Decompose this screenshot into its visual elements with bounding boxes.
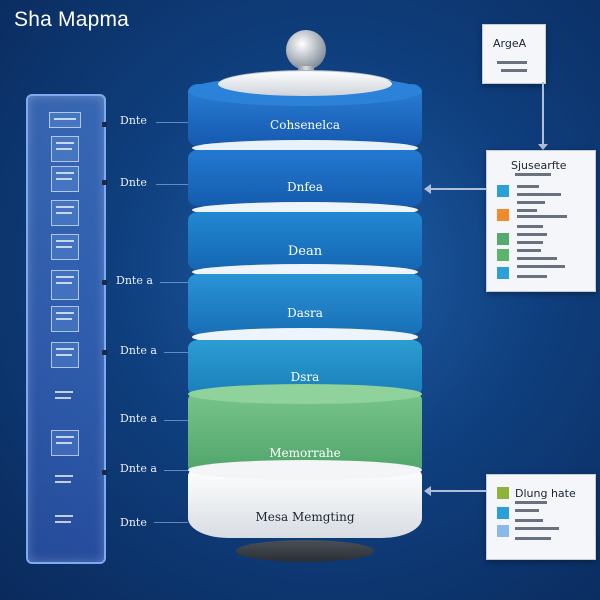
schema-cell: [51, 470, 77, 494]
row-label: Dnte a: [116, 274, 153, 287]
layer-label: Dsra: [290, 370, 320, 384]
card-text-line: [517, 193, 561, 196]
card-text-line: [517, 257, 557, 260]
card-top: ArgeA: [482, 24, 546, 84]
row-label: Dnte a: [120, 462, 157, 475]
row-label: Dnte: [120, 114, 147, 127]
card-text-line: [517, 233, 547, 236]
leader-line: [164, 420, 188, 421]
panel-tick: [102, 350, 107, 355]
leader-line: [164, 352, 188, 353]
layer-label: Dean: [287, 244, 323, 259]
legend-swatch: [497, 209, 509, 221]
card-title: Dlung hate: [515, 487, 576, 500]
leader-line: [160, 282, 188, 283]
leader-line: [154, 522, 188, 523]
lid-face: [218, 72, 392, 96]
leader-line: [156, 184, 188, 185]
legend-swatch: [497, 233, 509, 245]
panel-tick: [102, 122, 107, 127]
row-label: Dnte: [120, 516, 147, 529]
panel-tick: [102, 280, 107, 285]
card-title: ArgeA: [493, 37, 527, 50]
legend-swatch: [497, 507, 509, 519]
arrow-head-icon: [538, 144, 548, 150]
layer-label: Dasra: [287, 306, 323, 320]
schema-cell: [51, 200, 79, 226]
card-text-line: [517, 225, 543, 228]
layer-label: Memorrahe: [269, 446, 341, 460]
schema-cell: [51, 386, 77, 410]
diagram-title: Sha Mapma: [14, 8, 130, 31]
schema-cell: [49, 112, 81, 128]
leader-line: [164, 470, 188, 471]
card-text-line: [517, 201, 545, 204]
layer-label: Dnfea: [286, 180, 324, 194]
card-text-line: [515, 501, 547, 504]
panel-tick: [102, 470, 107, 475]
schema-cell: [51, 234, 79, 260]
layer-label: Mesa Memgting: [255, 510, 355, 524]
card-text-line: [497, 61, 527, 64]
schema-cell: [51, 342, 79, 368]
card-text-line: [517, 209, 537, 212]
connector-line: [430, 490, 486, 492]
row-label: Dnte a: [120, 412, 157, 425]
layer-4: [188, 274, 422, 334]
schema-cell: [51, 430, 79, 456]
card-text-line: [517, 215, 567, 218]
layer-6-top: [188, 384, 422, 404]
card-text-line: [515, 537, 551, 540]
layer-7-top: [188, 460, 422, 480]
knob-icon: [286, 30, 326, 70]
card-text-line: [515, 173, 551, 176]
layer-3: [188, 212, 422, 270]
card-text-line: [515, 519, 543, 522]
schema-cell: [51, 166, 79, 192]
schema-cell: [51, 510, 77, 534]
panel-tick: [102, 180, 107, 185]
layer-2: [188, 150, 422, 206]
connector-line: [430, 188, 486, 190]
legend-swatch: [497, 185, 509, 197]
legend-swatch: [497, 525, 509, 537]
arrow-head-icon: [424, 184, 431, 194]
stack-foot: [236, 540, 374, 562]
card-text-line: [517, 241, 543, 244]
card-text-line: [517, 275, 547, 278]
card-text-line: [517, 249, 541, 252]
schema-cell: [51, 306, 79, 332]
schema-cell: [51, 270, 79, 300]
card-text-line: [515, 527, 559, 530]
legend-swatch: [497, 267, 509, 279]
legend-swatch: [497, 249, 509, 261]
card-text-line: [515, 509, 539, 512]
row-label: Dnte a: [120, 344, 157, 357]
card-middle: Sjusearfte: [486, 150, 596, 292]
arrow-head-icon: [424, 486, 431, 496]
card-bottom: Dlung hate: [486, 474, 596, 560]
schema-cell: [51, 136, 79, 162]
layer-label: Cohsenelca: [270, 118, 340, 132]
connector-line: [542, 82, 544, 148]
card-text-line: [517, 265, 565, 268]
card-text-line: [501, 69, 527, 72]
row-label: Dnte: [120, 176, 147, 189]
card-text-line: [517, 185, 539, 188]
left-schema-panel: [26, 94, 106, 564]
legend-swatch: [497, 487, 509, 499]
leader-line: [156, 122, 188, 123]
card-title: Sjusearfte: [511, 159, 567, 172]
